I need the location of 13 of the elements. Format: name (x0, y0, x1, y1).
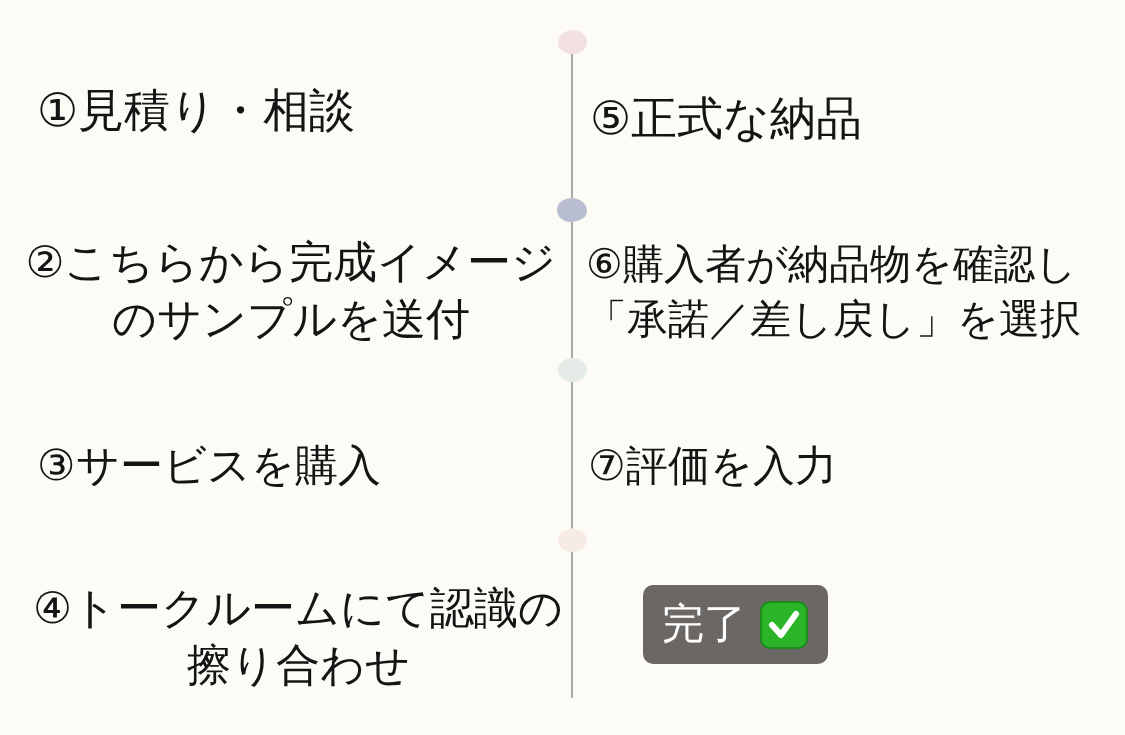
timeline-line (571, 53, 573, 199)
step-text: ⑦評価を入力 (588, 439, 837, 492)
timeline-line (571, 221, 573, 359)
step-text: ①見積り・相談 (37, 81, 356, 139)
step-text: ⑥購入者が納品物を確認し「承諾／差し戻し」を選択 (586, 238, 1082, 345)
timeline-line (571, 381, 573, 530)
status-box (643, 585, 828, 664)
timeline-line (571, 550, 573, 699)
step-text: ③サービスを購入 (37, 438, 381, 492)
step-text: ②こちらから完成イメージのサンプルを送付 (24, 235, 558, 346)
step-text: ④トークルームにて認識の擦り合わせ (32, 581, 564, 692)
step-text: ⑤正式な納品 (590, 89, 863, 147)
status-text: 完了 (662, 599, 746, 650)
